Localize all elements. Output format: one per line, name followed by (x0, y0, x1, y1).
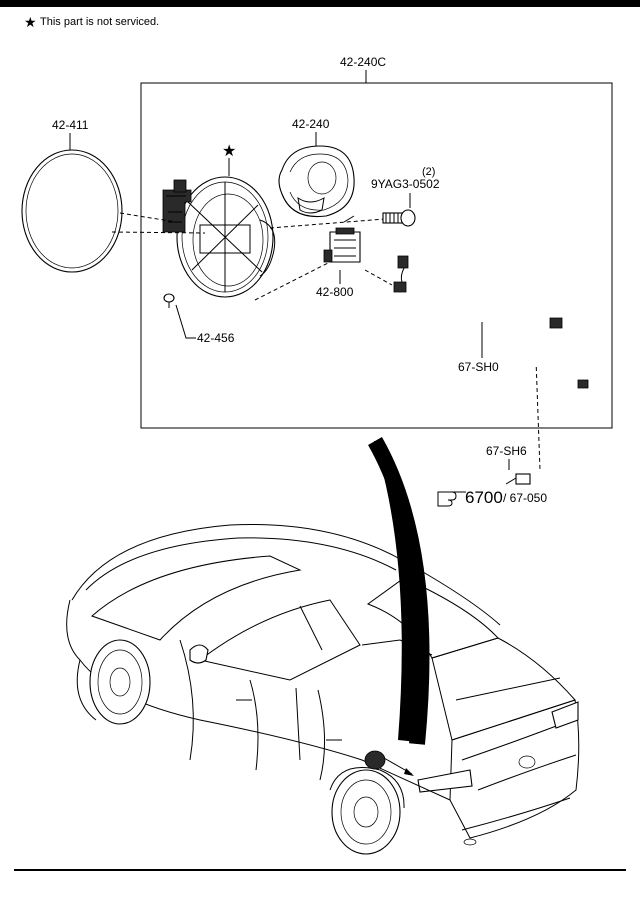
assembly-frame (140, 82, 613, 429)
fuel-door-location (364, 750, 386, 770)
label-bolt-qty: (2) (422, 166, 435, 178)
vehicle-illustration (66, 523, 580, 855)
bolt-part (382, 209, 416, 227)
cap-ring-part (21, 149, 123, 273)
label-clip: 67-SH6 (486, 444, 527, 458)
pointing-hand-icon (437, 491, 466, 507)
label-bolt: 9YAG3-0502 (371, 177, 440, 191)
housing-part (278, 145, 355, 218)
bottom-border-bar (14, 869, 626, 871)
label-housing: 42-240 (292, 117, 330, 131)
header-note: This part is not serviced. (40, 16, 159, 28)
harness-part (393, 255, 595, 401)
actuator-part (323, 215, 361, 263)
label-cap-ring: 42-411 (52, 118, 89, 132)
bumper-part (163, 293, 175, 308)
star-marker-icon: ★ (222, 143, 236, 160)
label-assembly: 42-240C (340, 55, 386, 69)
label-actuator: 42-800 (316, 285, 354, 299)
top-border-bar (0, 0, 640, 7)
location-sweep-arrow (374, 441, 423, 742)
ref-main-number: 6700 (465, 488, 503, 507)
star-icon: ★ (24, 14, 37, 30)
label-bumper: 42-456 (197, 331, 235, 345)
label-harness: 67-SH0 (458, 360, 499, 374)
clip-part (505, 473, 531, 485)
ref-sub-number: / 67-050 (503, 491, 547, 505)
fuel-lid-assembly-part (162, 176, 276, 298)
